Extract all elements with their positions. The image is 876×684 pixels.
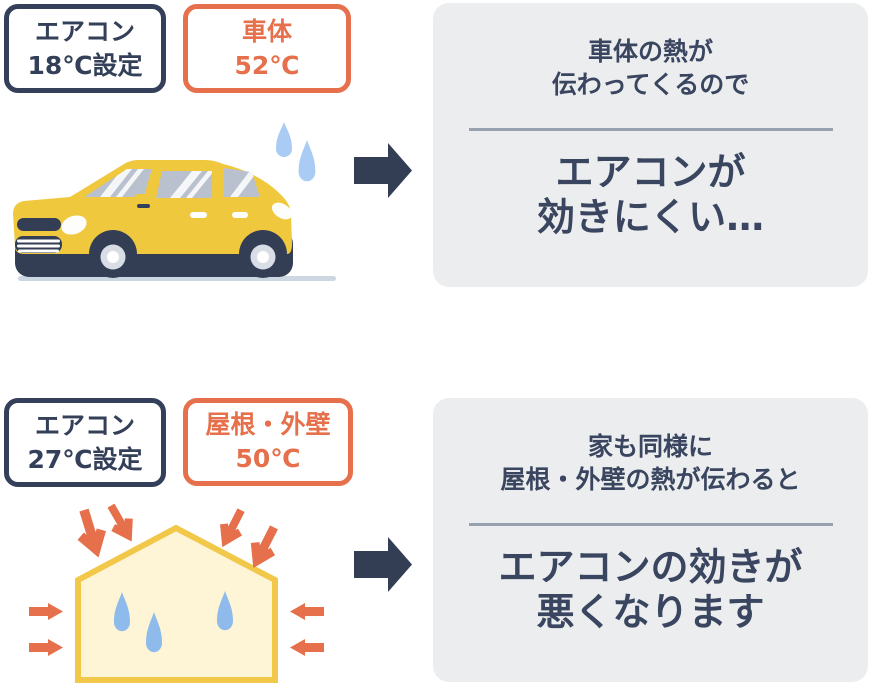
result-panel-car: 車体の熱が 伝わってくるので エアコンが 効きにくい… [433, 3, 868, 287]
grille-stripes [15, 236, 62, 253]
roof-wall-temp-value: 50℃ [235, 444, 301, 473]
aircon-setting-badge-car: エアコン 18℃設定 [4, 4, 166, 93]
panel-divider [468, 523, 833, 526]
car-illustration [13, 122, 336, 281]
car-body [13, 160, 292, 254]
heat-arrow-icon [74, 507, 107, 552]
panel-lead-text: 車体の熱が 伝わってくるので [551, 37, 750, 99]
panel-lead-text: 家も同様に 屋根・外壁の熱が伝わると [500, 432, 801, 494]
aircon-setting-badge-house: エアコン 27℃設定 [4, 398, 166, 487]
result-panel-house: 家も同様に 屋根・外壁の熱が伝わると エアコンの効きが 悪くなります [433, 398, 868, 682]
side-mirror [133, 194, 153, 207]
car-body-label: 車体 [241, 16, 292, 46]
rear-wheel [242, 236, 284, 278]
car-body-temp-value: 52℃ [234, 50, 300, 80]
house-body [75, 524, 278, 683]
house-illustration [29, 500, 324, 683]
headlight [61, 215, 87, 235]
windshield [84, 169, 152, 197]
front-window [156, 171, 212, 198]
aircon-temp-value: 18℃設定 [27, 50, 143, 80]
front-wheel [92, 236, 134, 278]
rear-window [224, 168, 260, 197]
heat-arrow-icon [290, 639, 324, 656]
grille-bar [17, 218, 61, 231]
heat-arrow-icon [29, 603, 63, 620]
panel-headline: エアコンの効きが 悪くなります [498, 545, 803, 634]
right-arrow-icon [354, 537, 412, 592]
aircon-label: エアコン [34, 16, 135, 46]
right-arrow-icon [354, 143, 412, 198]
heat-arrow-icon [290, 603, 324, 620]
roof-wall-temp-badge: 屋根・外壁 50℃ [183, 398, 353, 486]
door-handle [232, 212, 248, 218]
heat-arrow-icon [29, 639, 63, 656]
ground-shadow [18, 276, 336, 281]
panel-divider [468, 128, 833, 131]
roof-wall-label: 屋根・外壁 [205, 410, 331, 439]
heat-arrow-icon [218, 506, 249, 544]
sweat-drop [276, 122, 292, 157]
heat-arrow-icon [248, 523, 283, 565]
aircon-label: エアコン [34, 410, 135, 440]
car-body-temp-badge: 車体 52℃ [183, 4, 351, 93]
taillight [271, 202, 293, 220]
heat-arrow-icon [103, 501, 136, 539]
aircon-temp-value: 27℃設定 [27, 444, 143, 474]
panel-headline: エアコンが 効きにくい… [536, 150, 765, 239]
door-handle [190, 212, 207, 218]
sweat-drop [298, 140, 316, 182]
